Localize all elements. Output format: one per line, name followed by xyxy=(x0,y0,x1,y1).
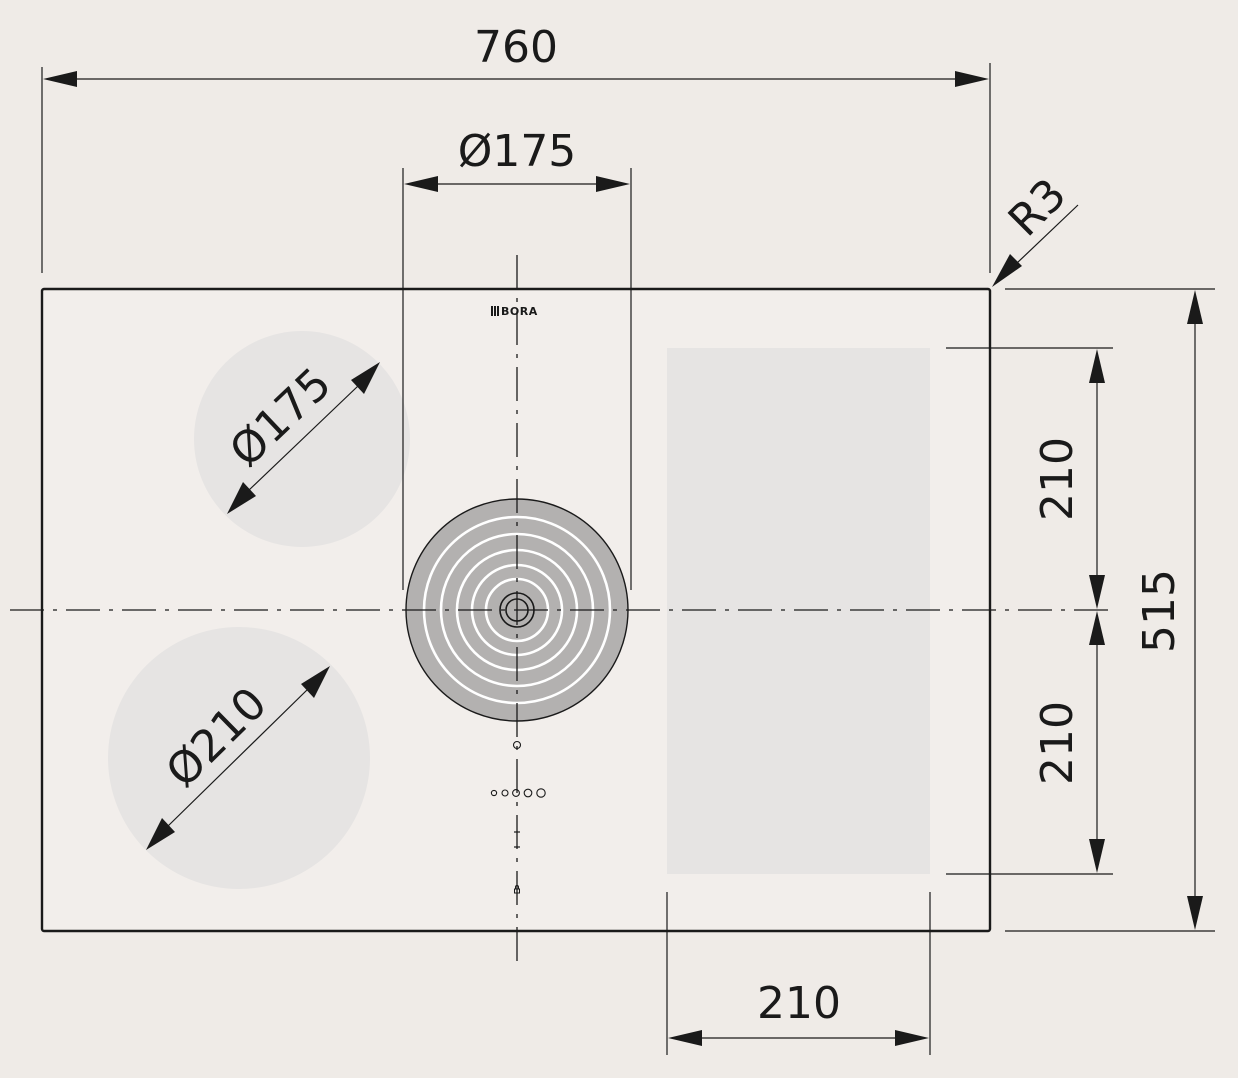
cooking-zone-bottom-left xyxy=(108,627,370,889)
dimension-right-zone-width: 210 xyxy=(666,892,931,1055)
fan-level-icons xyxy=(490,788,546,798)
cooking-zone-right xyxy=(667,348,930,874)
power-icon xyxy=(512,740,522,750)
dimension-overall-depth: 515 xyxy=(1005,288,1215,932)
overall-depth-label: 515 xyxy=(1134,569,1185,653)
dimension-right-zone-upper: 210 xyxy=(946,347,1113,609)
dimension-overall-width: 760 xyxy=(41,22,991,273)
dimension-right-zone-lower: 210 xyxy=(946,611,1113,875)
lock-icon xyxy=(514,885,520,894)
vent-diameter-label: Ø175 xyxy=(458,126,577,177)
overall-width-label: 760 xyxy=(474,22,558,73)
right-zone-lower-height-label: 210 xyxy=(1032,701,1083,785)
brand-logo-text: BORA xyxy=(501,305,538,318)
right-zone-width-label: 210 xyxy=(757,978,841,1029)
dimension-vent-diameter: Ø175 xyxy=(402,126,632,590)
brand-logo: BORA xyxy=(491,305,538,318)
right-zone-upper-height-label: 210 xyxy=(1032,437,1083,521)
dimension-corner-radius: R3 xyxy=(992,169,1079,287)
slider-icons xyxy=(514,831,520,848)
corner-radius-label: R3 xyxy=(999,169,1076,246)
